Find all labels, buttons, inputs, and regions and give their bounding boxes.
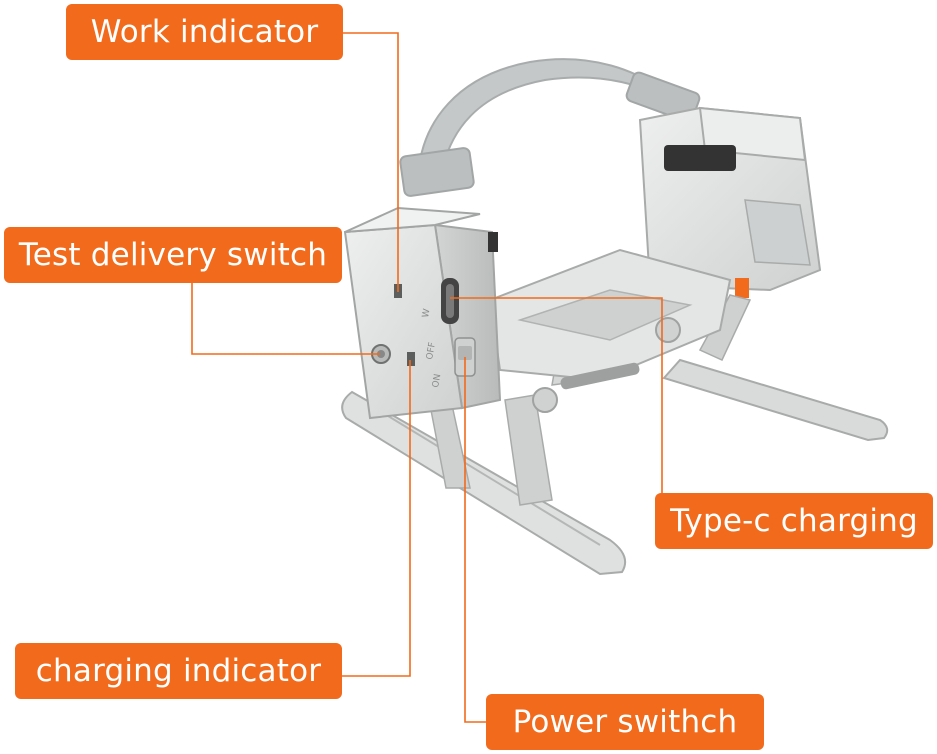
rear-mount-box [638,106,822,298]
leader-lines [191,32,663,723]
callout-power-switch: Power swithch [486,694,764,750]
marking-on: ON [431,373,443,388]
callout-charging-indicator-label: charging indicator [35,653,322,689]
leader-type-c [450,297,663,493]
center-frame [488,248,732,413]
callout-test-delivery-switch: Test delivery switch [4,227,342,283]
leader-test-switch [191,283,380,355]
callout-charging-indicator: charging indicator [15,643,342,699]
leader-charging-indicator [342,360,411,677]
rear-latch [664,145,736,171]
callout-type-c-charging-label: Type-c charging [670,503,918,539]
callout-power-switch-label: Power swithch [512,704,738,740]
leader-power-switch [464,357,486,723]
charging-led [407,352,415,366]
leader-work-indicator [343,32,399,292]
callout-work-indicator-label: Work indicator [90,14,319,50]
callout-type-c-charging: Type-c charging [655,493,933,549]
marking-w: W [421,308,432,319]
marking-off: OFF [425,342,438,361]
callout-work-indicator: Work indicator [66,4,343,60]
front-control-box: W OFF ON [343,206,502,420]
callout-test-delivery-switch-label: Test delivery switch [18,237,328,273]
velcro-strap [399,58,701,197]
